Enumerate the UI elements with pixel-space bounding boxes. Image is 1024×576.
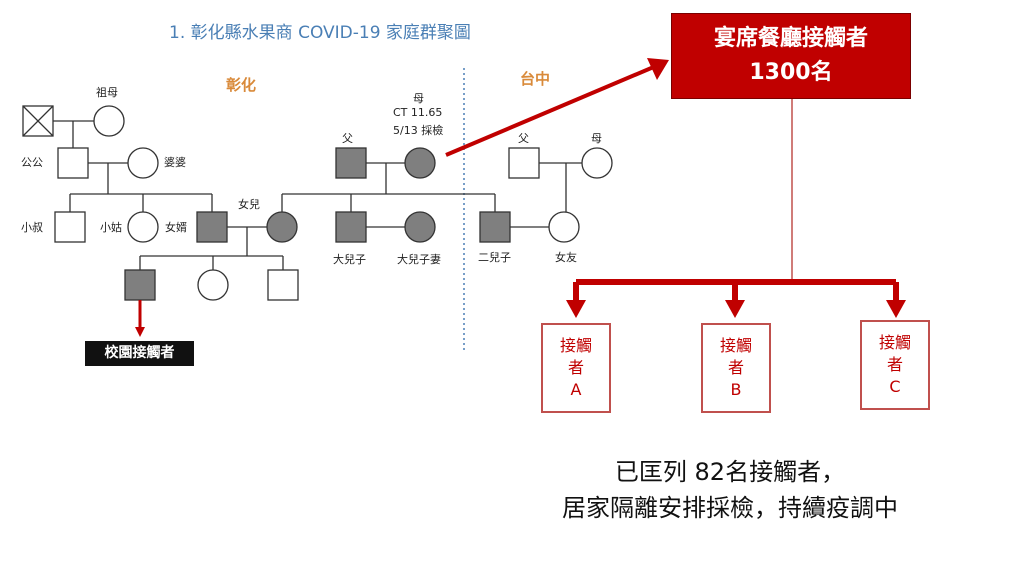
label-daughter: 女兒 [238, 198, 260, 211]
grandmother-symbol [93, 105, 125, 137]
aunt-symbol [127, 211, 159, 243]
summary-line1: 已匡列 82名接觸者， [614, 458, 846, 486]
label-son-in-law: 女婿 [165, 221, 187, 234]
contact-box-b: 接觸 者 B [701, 323, 771, 413]
grandchild-boy-symbol [267, 269, 299, 301]
label-mother-in-law: 婆婆 [164, 156, 186, 169]
grandchild-affected-symbol [124, 269, 156, 301]
mother-in-law-symbol [127, 147, 159, 179]
son-in-law-symbol [196, 211, 228, 243]
label-mother: 母 [413, 92, 424, 105]
contact-box-b-line2: 者 [727, 358, 744, 377]
contact-box-a-letter: A [570, 380, 582, 399]
label-father-in-law: 公公 [21, 156, 43, 169]
label-uncle: 小叔 [21, 221, 43, 234]
label-eldest-son: 大兒子 [333, 253, 366, 266]
label-eldest-son-wife: 大兒子妻 [397, 253, 441, 266]
contact-box-b-letter: B [730, 380, 742, 399]
banquet-arrow [445, 64, 657, 157]
banquet-contacts-box: 宴席餐廳接觸者 1300名 [671, 13, 911, 99]
banquet-count: 1300名 [749, 60, 833, 85]
eldest-son-symbol [335, 211, 367, 243]
label-grandmother: 祖母 [96, 86, 118, 99]
school-contacts-box: 校園接觸者 [85, 341, 194, 366]
second-son-symbol [479, 211, 511, 243]
contact-box-c-line1: 接觸 [878, 333, 911, 352]
eldest-son-wife-symbol [404, 211, 436, 243]
father-in-law-symbol [57, 147, 89, 179]
contact-box-a-line2: 者 [567, 358, 584, 377]
contact-box-c: 接觸 者 C [860, 320, 930, 410]
grandfather-symbol [22, 105, 54, 137]
label-tc-father: 父 [518, 132, 529, 145]
label-mother-ct: CT 11.65 [393, 106, 443, 119]
contact-box-c-letter: C [889, 377, 901, 396]
label-aunt: 小姑 [100, 221, 122, 234]
label-mother-test: 5/13 採檢 [393, 124, 444, 137]
contact-box-a: 接觸 者 A [541, 323, 611, 413]
summary-line2: 居家隔離安排採檢，持續疫調中 [562, 494, 898, 522]
uncle-symbol [54, 211, 86, 243]
banquet-title: 宴席餐廳接觸者 [713, 26, 868, 51]
girlfriend-symbol [548, 211, 580, 243]
tc-father-symbol [508, 147, 540, 179]
contact-box-a-line1: 接觸 [559, 336, 592, 355]
contact-box-c-line2: 者 [886, 355, 903, 374]
father-symbol [335, 147, 367, 179]
label-girlfriend: 女友 [555, 251, 577, 264]
region-label-taichung: 台中 [520, 70, 551, 88]
label-second-son: 二兒子 [478, 251, 511, 264]
region-label-changhua: 彰化 [226, 76, 257, 94]
daughter-symbol [266, 211, 298, 243]
mother-symbol [404, 147, 436, 179]
grandchild-girl-symbol [197, 269, 229, 301]
label-father: 父 [342, 132, 353, 145]
label-tc-mother: 母 [591, 132, 602, 145]
summary-text: 已匡列 82名接觸者， 居家隔離安排採檢，持續疫調中 [470, 454, 990, 526]
diagram-title: 1. 彰化縣水果商 COVID-19 家庭群聚圖 [169, 23, 471, 43]
contact-box-b-line1: 接觸 [719, 336, 752, 355]
tc-mother-symbol [581, 147, 613, 179]
